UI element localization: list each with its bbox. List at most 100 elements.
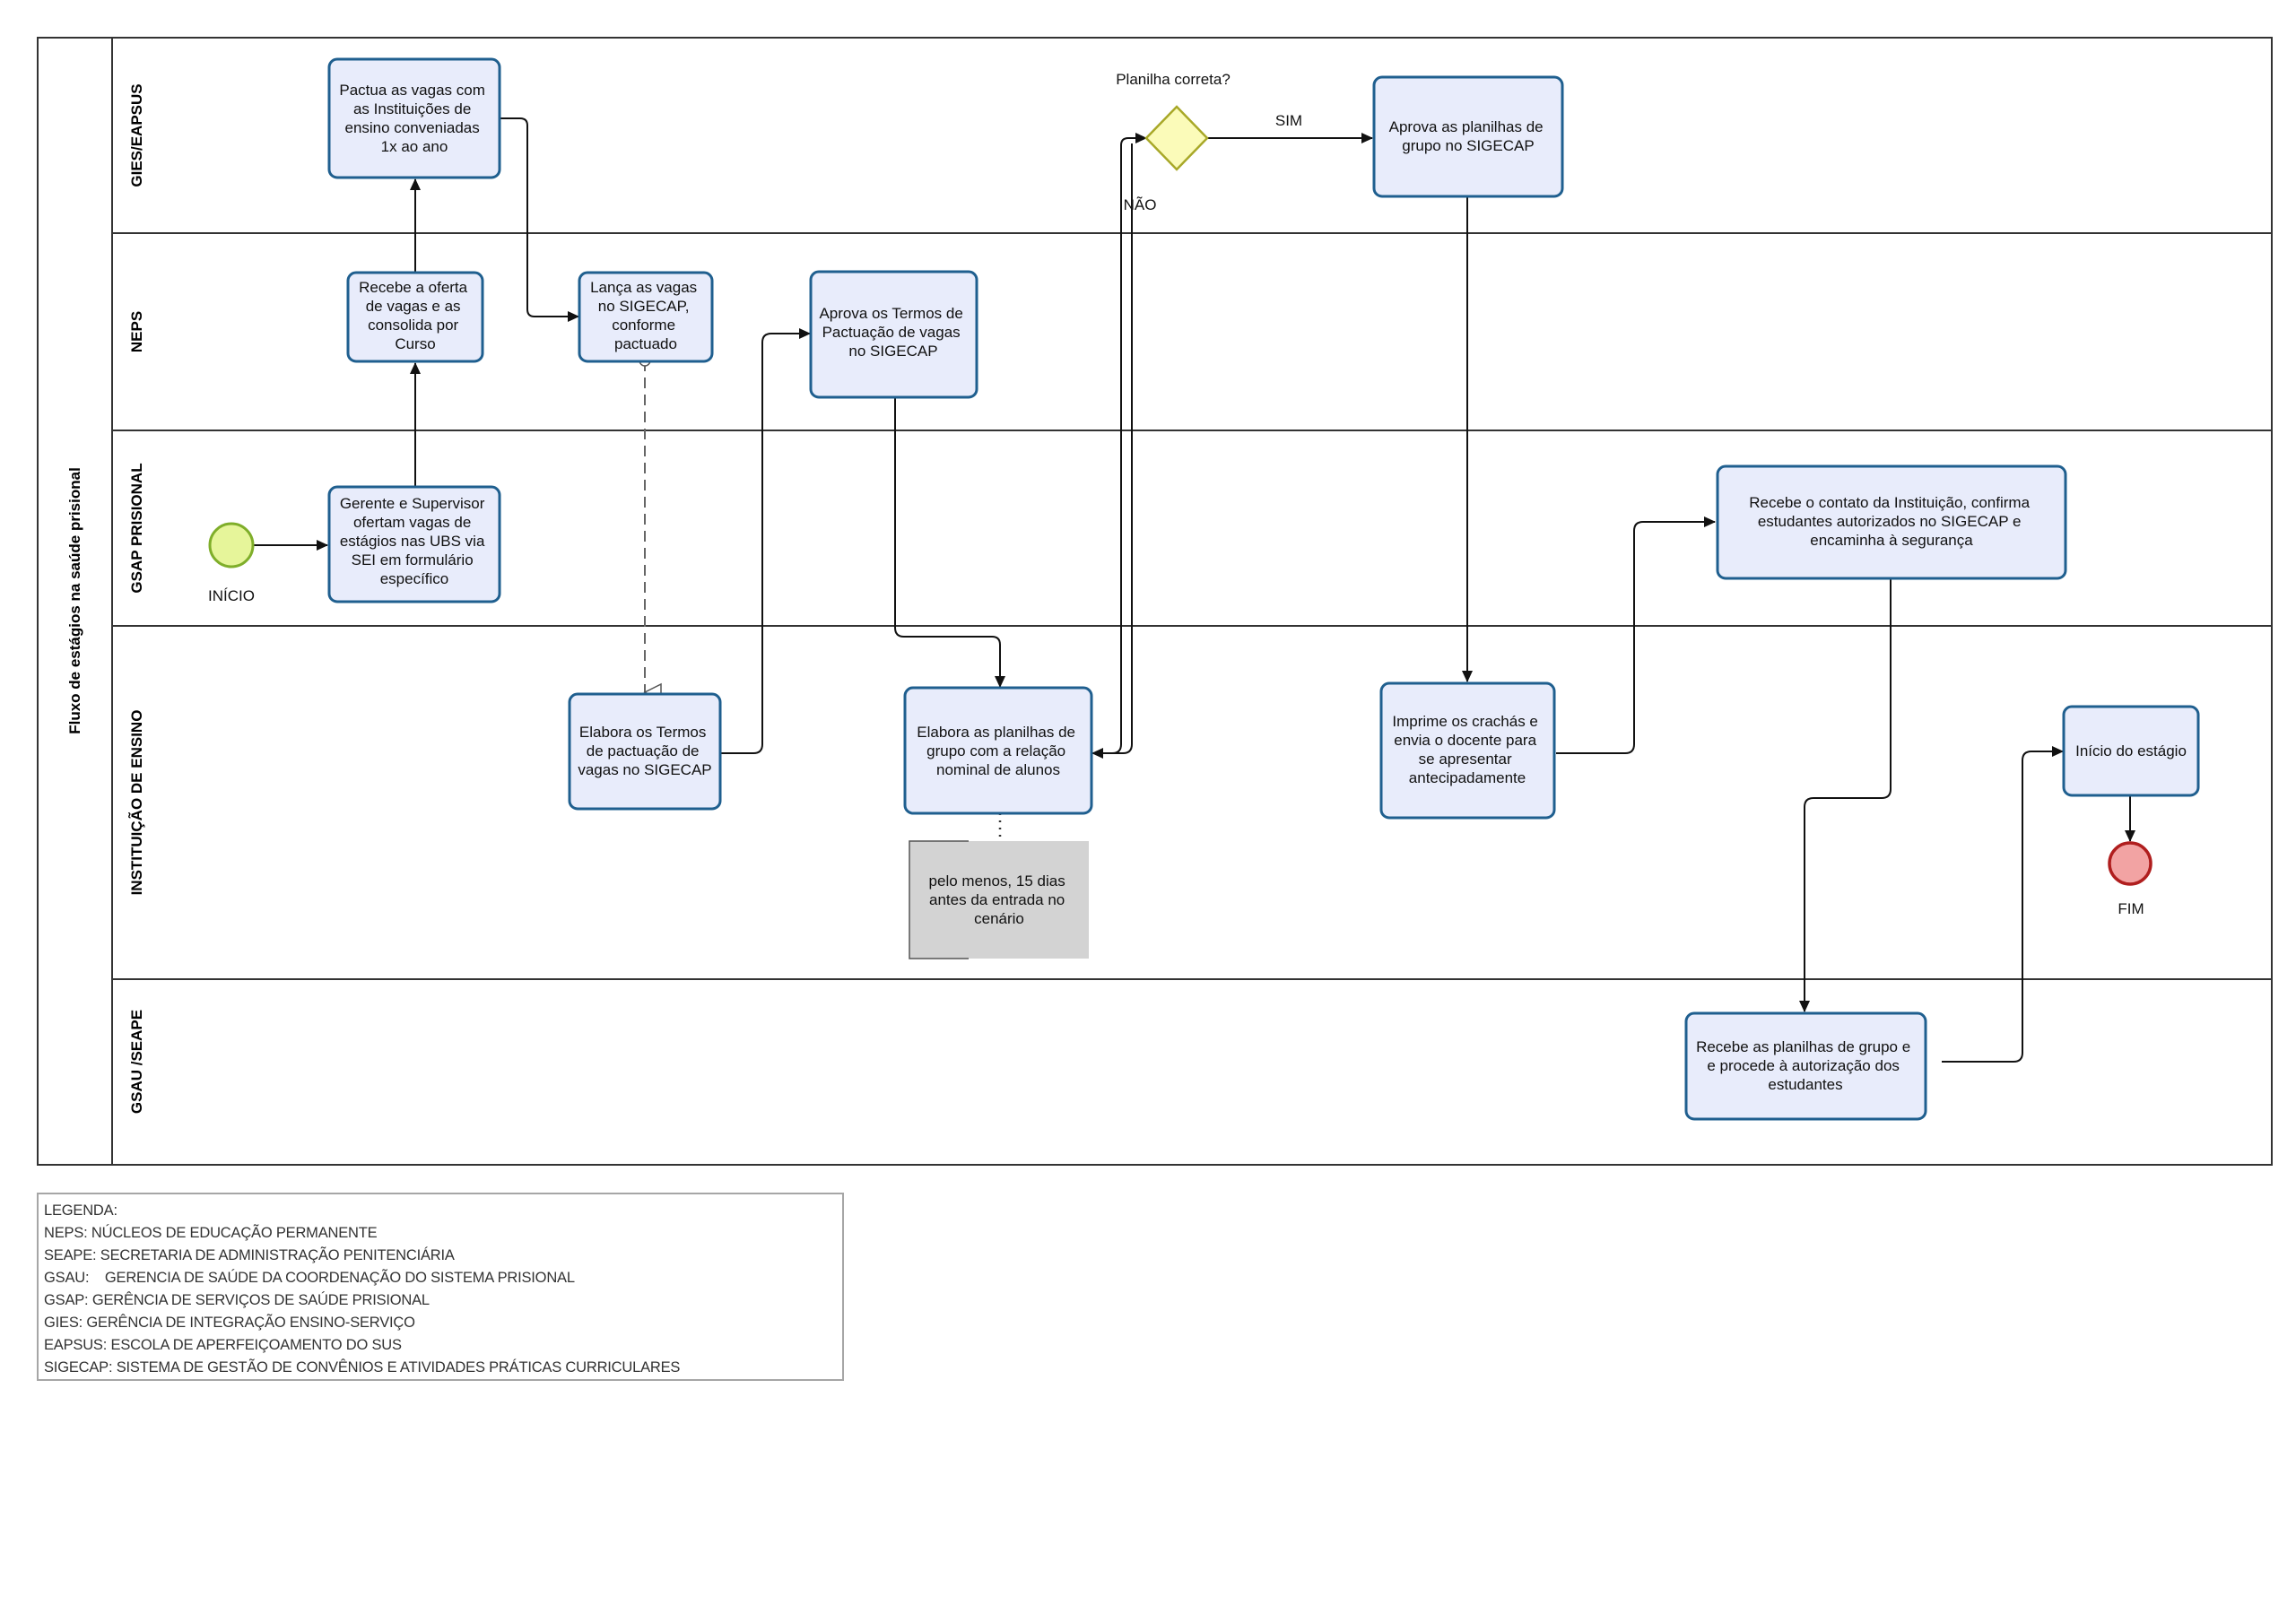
task-line: no SIGECAP xyxy=(848,343,937,360)
svg-text:Pactua as vagas com as I: Pactua as vagas com as Instituições de e… xyxy=(339,82,489,155)
lane-label-gsap: GSAP PRISIONAL xyxy=(128,463,145,593)
task-line: envia o docente para xyxy=(1394,732,1536,749)
task-inicio-estagio[interactable]: Início do estágio xyxy=(2062,705,2200,797)
svg-text:Elabora os Termos de pac: Elabora os Termos de pactuação de vagas … xyxy=(578,724,711,778)
task-line: específico xyxy=(380,570,449,587)
legend-item: NEPS: NÚCLEOS DE EDUCAÇÃO PERMANENTE xyxy=(44,1225,378,1241)
task-recebe-planilhas[interactable]: Recebe as planilhas de grupo e e procede… xyxy=(1684,1011,1927,1121)
task-line: Recebe as planilhas de grupo e xyxy=(1696,1038,1910,1055)
task-elabora-planilhas[interactable]: Elabora as planilhas de grupo com a rela… xyxy=(903,686,1093,815)
pool-title: Fluxo de estágios na saúde prisional xyxy=(66,467,83,734)
task-line: vagas no SIGECAP xyxy=(578,761,711,778)
text-annotation[interactable]: pelo menos, 15 dias antes da entrada no … xyxy=(909,840,1089,959)
task-lanca-vagas[interactable]: Lança as vagas no SIGECAP, conforme pact… xyxy=(578,271,714,363)
svg-text:Elabora as planilhas de: Elabora as planilhas de grupo com a rela… xyxy=(917,724,1079,778)
end-event-label: FIM xyxy=(2118,900,2144,917)
task-line: antecipadamente xyxy=(1409,769,1526,786)
lane-label-gies: GIES/EAPSUS xyxy=(128,83,145,187)
svg-text:Aprova as planilhas de g: Aprova as planilhas de grupo no SIGECAP xyxy=(1389,118,1548,154)
flow-aprova-termos-to-elabora-planilhas[interactable] xyxy=(894,397,1005,688)
task-line: Pactua as vagas com xyxy=(339,82,485,99)
svg-text:Lança as vagas no SIGECA: Lança as vagas no SIGECAP, conforme pact… xyxy=(590,279,701,352)
svg-text:Início do estágio: Início do estágio xyxy=(2075,742,2187,759)
task-line: de pactuação de xyxy=(587,742,700,759)
task-line: de vagas e as xyxy=(366,298,461,315)
lane-label-gsau: GSAU /SEAPE xyxy=(128,1010,145,1114)
task-line: ofertam vagas de xyxy=(353,514,471,531)
task-line: grupo no SIGECAP xyxy=(1402,137,1534,154)
flow-gateway-nao-back[interactable] xyxy=(1091,143,1133,759)
task-line: se apresentar xyxy=(1419,751,1512,768)
task-line: estudantes xyxy=(1768,1076,1842,1093)
flow-imprime-to-recebe-contato[interactable] xyxy=(1556,516,1716,754)
legend-item: GSAP: GERÊNCIA DE SERVIÇOS DE SAÚDE PRIS… xyxy=(44,1292,430,1308)
task-line: encaminha à segurança xyxy=(1810,532,1973,549)
task-line: pactuado xyxy=(614,335,677,352)
legend: LEGENDA: NEPS: NÚCLEOS DE EDUCAÇÃO PERMA… xyxy=(37,1193,844,1381)
flow-recebe-contato-to-recebe-planilhas[interactable] xyxy=(1799,578,1892,1012)
connectors xyxy=(254,117,2135,1063)
annotation-line: antes da entrada no xyxy=(929,891,1065,908)
task-line: grupo com a relação xyxy=(926,742,1065,759)
gateway-diamond[interactable] xyxy=(1144,105,1209,171)
task-line: estágios nas UBS via xyxy=(340,533,485,550)
lane-label-instituicao: INSTITUIÇÃO DE ENSINO xyxy=(127,710,145,896)
svg-text:Recebe a oferta de vagas: Recebe a oferta de vagas e as consolida … xyxy=(359,279,472,352)
task-line: Aprova os Termos de xyxy=(819,305,962,322)
task-line: Curso xyxy=(395,335,435,352)
task-line: Aprova as planilhas de xyxy=(1389,118,1544,135)
task-line: e procede à autorização dos xyxy=(1707,1057,1900,1074)
task-line: Pactuação de vagas xyxy=(822,324,961,341)
task-line: nominal de alunos xyxy=(936,761,1060,778)
flow-pactua-to-lanca[interactable] xyxy=(500,117,579,322)
task-line: estudantes autorizados no SIGECAP e xyxy=(1758,513,2022,530)
start-event-label: INÍCIO xyxy=(208,587,255,604)
task-line: Recebe o contato da Instituição, confirm… xyxy=(1749,494,2030,511)
task-recebe-contato[interactable]: Recebe o contato da Instituição, confirm… xyxy=(1716,464,2067,580)
task-aprova-planilhas[interactable]: Aprova as planilhas de grupo no SIGECAP xyxy=(1372,75,1564,198)
svg-text:Gerente e Supervisor ofe: Gerente e Supervisor ofertam vagas de es… xyxy=(340,495,489,587)
svg-text:Recebe as planilhas de grupo e: Recebe as planilhas de grupo e e procede… xyxy=(1696,1038,1915,1093)
svg-text:pelo menos, 15 dias ante: pelo menos, 15 dias antes da entrada no … xyxy=(929,872,1070,927)
gateway-yes-label: SIM xyxy=(1275,112,1302,129)
legend-item: SEAPE: SECRETARIA DE ADMINISTRAÇÃO PENIT… xyxy=(44,1247,455,1263)
task-line: Recebe a oferta xyxy=(359,279,468,296)
lane-label-neps: NEPS xyxy=(128,311,145,352)
task-line: Gerente e Supervisor xyxy=(340,495,485,512)
task-pactua-vagas[interactable]: Pactua as vagas com as Instituições de e… xyxy=(327,57,501,179)
task-elabora-termos[interactable]: Elabora os Termos de pactuação de vagas … xyxy=(568,692,722,811)
legend-item: EAPSUS: ESCOLA DE APERFEIÇOAMENTO DO SUS xyxy=(44,1337,402,1353)
svg-text:Recebe o contato da Instituiçã: Recebe o contato da Instituição, confirm… xyxy=(1749,494,2034,549)
task-line: Imprime os crachás e xyxy=(1392,713,1538,730)
legend-item: SIGECAP: SISTEMA DE GESTÃO DE CONVÊNIOS … xyxy=(44,1359,681,1376)
flow-recebe-planilhas-to-inicio-estagio[interactable] xyxy=(1942,746,2064,1063)
task-recebe-oferta[interactable]: Recebe a oferta de vagas e as consolida … xyxy=(346,271,484,363)
task-line: Elabora os Termos xyxy=(579,724,706,741)
svg-text:Aprova os Termos de Pact: Aprova os Termos de Pactuação de vagas n… xyxy=(819,305,967,360)
task-line: no SIGECAP, xyxy=(598,298,690,315)
flow-elabora-termos-to-aprova-termos[interactable] xyxy=(721,328,811,754)
task-line: Lança as vagas xyxy=(590,279,697,296)
task-line: as Instituições de xyxy=(353,100,471,117)
end-event[interactable] xyxy=(2108,841,2152,886)
task-line: conforme xyxy=(612,317,675,334)
task-line: ensino conveniadas xyxy=(344,119,479,136)
gateway-question: Planilha correta? xyxy=(1116,71,1231,88)
legend-item: GSAU: GERENCIA DE SAÚDE DA COORDENAÇÃO D… xyxy=(44,1270,575,1286)
annotation-line: pelo menos, 15 dias xyxy=(929,872,1065,890)
task-line: SEI em formulário xyxy=(352,551,474,568)
legend-title: LEGENDA: xyxy=(44,1202,117,1219)
task-aprova-termos[interactable]: Aprova os Termos de Pactuação de vagas n… xyxy=(809,270,978,399)
task-line: Elabora as planilhas de xyxy=(917,724,1075,741)
legend-item: GIES: GERÊNCIA DE INTEGRAÇÃO ENSINO-SERV… xyxy=(44,1315,415,1331)
gateway-no-label: NÃO xyxy=(1124,196,1157,213)
task-imprime-crachas[interactable]: Imprime os crachás e envia o docente par… xyxy=(1379,681,1556,820)
task-line: Início do estágio xyxy=(2075,742,2187,759)
task-gerente-supervisor[interactable]: Gerente e Supervisor ofertam vagas de es… xyxy=(327,485,501,603)
task-line: 1x ao ano xyxy=(381,138,448,155)
svg-text:Imprime os crachás e env: Imprime os crachás e envia o docente par… xyxy=(1392,713,1542,786)
annotation-line: cenário xyxy=(974,910,1024,927)
task-line: consolida por xyxy=(368,317,458,334)
start-event[interactable] xyxy=(208,522,255,568)
